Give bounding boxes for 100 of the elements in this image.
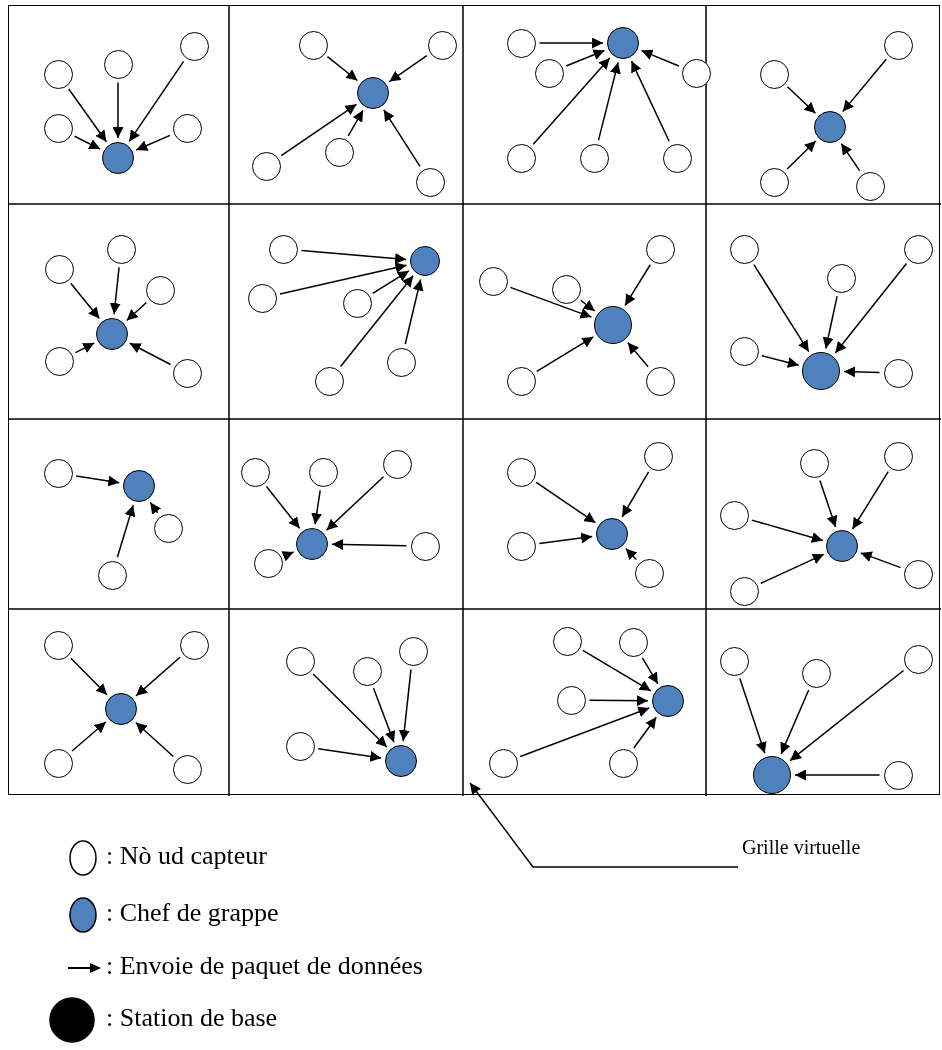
arrow (74, 342, 95, 354)
arrow (68, 88, 108, 143)
grid-label: Grille virtuelle (742, 836, 861, 859)
arrow (851, 470, 889, 530)
arrow (640, 49, 680, 67)
arrow (372, 687, 396, 744)
arrow (565, 49, 606, 67)
sensor-node-circle (903, 559, 933, 589)
arrow (579, 299, 596, 312)
arrow (760, 553, 825, 585)
sensor-node-circle (103, 49, 133, 79)
arrow (536, 336, 595, 373)
arrow (73, 135, 101, 150)
cluster-head-circle (652, 685, 684, 717)
arrow (633, 716, 657, 749)
sensor-node-circle (324, 137, 354, 167)
legend-label: : Nò ud capteur (106, 841, 267, 871)
sensor-node-circle (172, 754, 202, 784)
sensor-node-circle (855, 171, 885, 201)
sensor-node-circle (97, 560, 127, 590)
arrow (325, 475, 385, 532)
arrow (149, 501, 162, 515)
sensor-node-circle (883, 760, 913, 790)
arrow (538, 37, 604, 49)
sensor-node-circle (759, 167, 789, 197)
arrow (281, 551, 295, 562)
sensor-node-circle (342, 288, 372, 318)
sensor-node-circle (43, 458, 73, 488)
arrow (75, 475, 120, 487)
sensor-node-circle (534, 58, 564, 88)
sensor-node-circle (427, 30, 457, 60)
sensor-node-circle (352, 656, 382, 686)
arrow (372, 270, 410, 295)
sensor-node-circle (145, 275, 175, 305)
sensor-node-circle (398, 636, 428, 666)
arrow (519, 706, 651, 758)
sensor-node-circle (386, 347, 416, 377)
arrow (625, 547, 638, 561)
cluster-head-circle (814, 111, 846, 143)
sensor-node-circle (719, 500, 749, 530)
arrow (128, 60, 185, 143)
sensor-node-circle (645, 234, 675, 264)
sensor-node-circle (662, 143, 692, 173)
arrow (311, 489, 323, 525)
arrow (842, 58, 887, 113)
arrow (112, 81, 124, 139)
arrow (312, 673, 388, 748)
sensor-node-circle (608, 748, 638, 778)
cluster-head-circle (296, 528, 328, 560)
cluster-head-circle (410, 246, 440, 276)
sensor-node-circle (719, 646, 749, 676)
arrow (383, 109, 421, 168)
arrow (597, 61, 621, 141)
sensor-node-circle (44, 346, 74, 376)
sensor-node-circle (903, 234, 933, 264)
arrow (339, 275, 414, 368)
sensor-node-circle (43, 113, 73, 143)
sensor-node-circle (172, 113, 202, 143)
sensor-node-circle (681, 58, 711, 88)
arrow (135, 721, 175, 758)
cluster-head-circle (607, 27, 639, 59)
sensor-node-circle (488, 748, 518, 778)
cluster-head-circle (385, 745, 417, 777)
sensor-node-circle (106, 234, 136, 264)
arrow (300, 249, 407, 264)
arrow (398, 668, 412, 742)
sensor-node-circle (308, 457, 338, 487)
cluster-head-circle (102, 142, 134, 174)
sensor-node-circle (799, 448, 829, 478)
virtual-grid (8, 5, 940, 795)
arrow (347, 109, 364, 137)
sensor-node-circle (551, 274, 581, 304)
arrow (538, 532, 593, 545)
sensor-node-circle (552, 626, 582, 656)
sensor-node-circle (43, 59, 73, 89)
cluster-head-circle (594, 306, 632, 344)
arrow (780, 689, 810, 755)
sensor-node-circle (253, 548, 283, 578)
sensor-node-circle (382, 449, 412, 479)
arrow (840, 142, 861, 172)
cluster-head-circle (96, 318, 128, 350)
sensor-node-circle (410, 531, 440, 561)
sensor-node-circle (618, 627, 648, 657)
sensor-node-circle (556, 685, 586, 715)
sensor-node-circle (506, 143, 536, 173)
sensor-node-circle (729, 234, 759, 264)
sensor-node-circle (801, 658, 831, 688)
sensor-node-circle (506, 531, 536, 561)
sensor-node-circle (506, 28, 536, 58)
arrow (819, 479, 838, 528)
arrow (739, 677, 767, 754)
legend-label: : Chef de grappe (106, 898, 279, 928)
arrow (135, 134, 171, 151)
cluster-head-circle (123, 470, 155, 502)
arrow (582, 649, 652, 692)
arrow (126, 301, 148, 322)
arrow (843, 366, 881, 378)
sensor-node-circle (285, 731, 315, 761)
sensor-node-circle (643, 441, 673, 471)
arrow (588, 695, 649, 707)
